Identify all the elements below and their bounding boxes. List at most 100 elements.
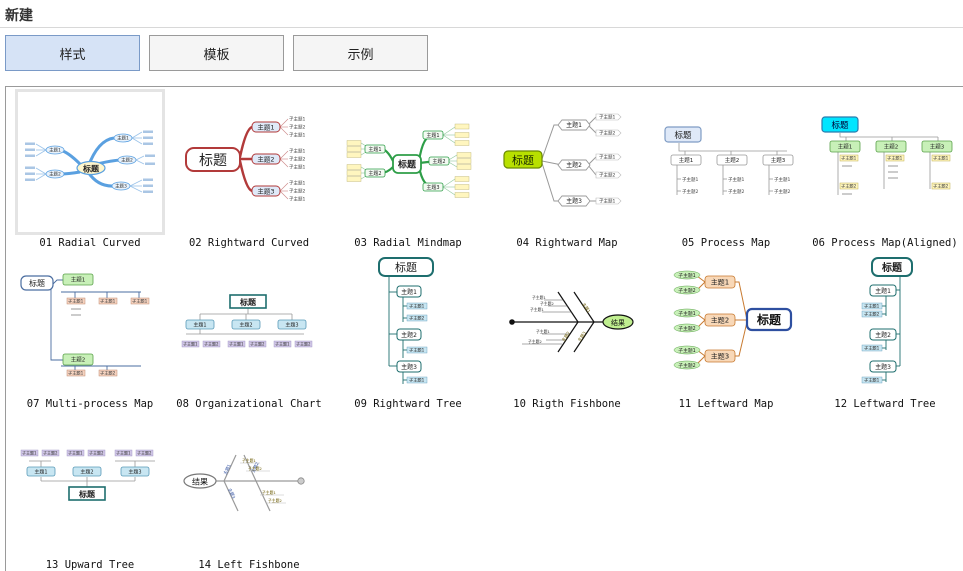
svg-text:子主题1: 子主题1 — [289, 164, 305, 171]
style-label: 10 Rigth Fishbone — [513, 398, 621, 410]
svg-text:子主题1: 子主题1 — [682, 176, 698, 183]
svg-text:子主题2: 子主题2 — [289, 124, 305, 131]
svg-text:子主题1: 子主题1 — [933, 155, 949, 162]
svg-text:主题1: 主题1 — [222, 463, 233, 476]
tab-styles[interactable]: 样式 — [5, 35, 140, 71]
svg-text:主题3: 主题3 — [930, 143, 945, 151]
svg-text:结果: 结果 — [192, 477, 208, 487]
svg-text:子主题1: 子主题1 — [289, 180, 305, 187]
style-label: 08 Organizational Chart — [176, 398, 322, 410]
svg-text:主题1: 主题1 — [257, 123, 274, 132]
svg-text:主题1: 主题1 — [875, 287, 891, 295]
svg-text:主题3: 主题3 — [226, 487, 237, 500]
svg-text:子主题1: 子主题1 — [887, 155, 903, 162]
dialog-header: 新建 — [0, 0, 963, 28]
svg-text:主题1: 主题1 — [368, 146, 381, 153]
svg-text:子主题1: 子主题1 — [289, 132, 305, 139]
svg-text:子主题1: 子主题1 — [262, 490, 276, 495]
svg-text:子主题2: 子主题2 — [248, 466, 262, 471]
style-label: 07 Multi-process Map — [26, 398, 154, 410]
svg-text:子主题2: 子主题2 — [540, 301, 554, 306]
svg-text:主题2: 主题2 — [875, 331, 891, 339]
svg-text:标题: 标题 — [831, 120, 849, 131]
style-label: 06 Process Map(Aligned) — [812, 237, 958, 249]
svg-text:子主题1: 子主题1 — [841, 155, 857, 162]
svg-text:主题2: 主题2 — [239, 322, 252, 329]
svg-text:主题2: 主题2 — [884, 143, 899, 151]
dialog-title: 新建 — [5, 8, 33, 24]
tab-examples[interactable]: 示例 — [293, 35, 428, 71]
svg-text:标题: 标题 — [674, 130, 692, 141]
svg-text:主题2: 主题2 — [725, 156, 740, 164]
svg-text:子主题1: 子主题1 — [242, 458, 256, 463]
svg-text:主题1: 主题1 — [426, 132, 439, 139]
svg-text:主题3: 主题3 — [115, 183, 127, 190]
svg-text:子主题2: 子主题2 — [250, 341, 265, 347]
svg-text:子主题2: 子主题2 — [678, 362, 695, 369]
svg-text:子主题1: 子主题1 — [22, 450, 37, 456]
svg-text:子主题1: 子主题1 — [289, 116, 305, 123]
svg-text:子主题2: 子主题2 — [409, 315, 425, 322]
svg-text:子主题1: 子主题1 — [536, 329, 550, 334]
svg-text:子主题1: 子主题1 — [183, 341, 198, 347]
svg-text:主题3: 主题3 — [285, 322, 298, 329]
svg-text:主题1: 主题1 — [838, 143, 853, 151]
style-label: 12 Leftward Tree — [834, 398, 936, 410]
svg-text:子主题2: 子主题2 — [933, 183, 949, 190]
svg-text:子主题1: 子主题1 — [116, 450, 131, 456]
style-label: 04 Rightward Map — [516, 237, 618, 249]
style-tile-radial-curved[interactable]: 标题 主题1 主题2 主题3 主题1 主题2 — [15, 89, 165, 249]
svg-text:子主题1: 子主题1 — [68, 450, 83, 456]
svg-text:子主题1: 子主题1 — [132, 298, 148, 305]
svg-text:子主题1: 子主题1 — [275, 341, 290, 347]
svg-text:标题: 标题 — [756, 312, 782, 327]
svg-text:主题1: 主题1 — [34, 469, 47, 476]
svg-text:子主题2: 子主题2 — [89, 450, 104, 456]
svg-text:子主题1: 子主题1 — [774, 176, 790, 183]
svg-text:标题: 标题 — [395, 260, 417, 274]
svg-text:子主题1: 子主题1 — [864, 303, 880, 310]
svg-text:子主题1: 子主题1 — [678, 347, 695, 354]
svg-text:子主题2: 子主题2 — [599, 172, 615, 179]
svg-text:标题: 标题 — [239, 297, 257, 307]
svg-text:子主题2: 子主题2 — [289, 188, 305, 195]
svg-text:子主题2: 子主题2 — [678, 325, 695, 332]
svg-text:子主题1: 子主题1 — [409, 303, 425, 310]
svg-text:主题2: 主题2 — [566, 161, 582, 169]
svg-text:主题2: 主题2 — [49, 171, 61, 178]
style-label: 09 Rightward Tree — [354, 398, 462, 410]
style-label: 11 Leftward Map — [678, 398, 774, 410]
svg-text:标题: 标题 — [397, 159, 417, 171]
svg-text:主题1: 主题1 — [711, 278, 729, 287]
svg-text:子主题2: 子主题2 — [43, 450, 58, 456]
svg-text:子主题1: 子主题1 — [599, 154, 615, 161]
svg-text:子主题1: 子主题1 — [599, 198, 615, 205]
svg-text:主题2: 主题2 — [368, 170, 381, 177]
svg-text:主题3: 主题3 — [771, 156, 786, 164]
svg-text:子主题2: 子主题2 — [599, 130, 615, 137]
svg-text:主题3: 主题3 — [128, 469, 141, 476]
svg-text:子主题1: 子主题1 — [864, 377, 880, 384]
tab-templates[interactable]: 模板 — [149, 35, 284, 71]
svg-text:标题: 标题 — [199, 153, 227, 169]
svg-text:主题3: 主题3 — [426, 184, 439, 191]
